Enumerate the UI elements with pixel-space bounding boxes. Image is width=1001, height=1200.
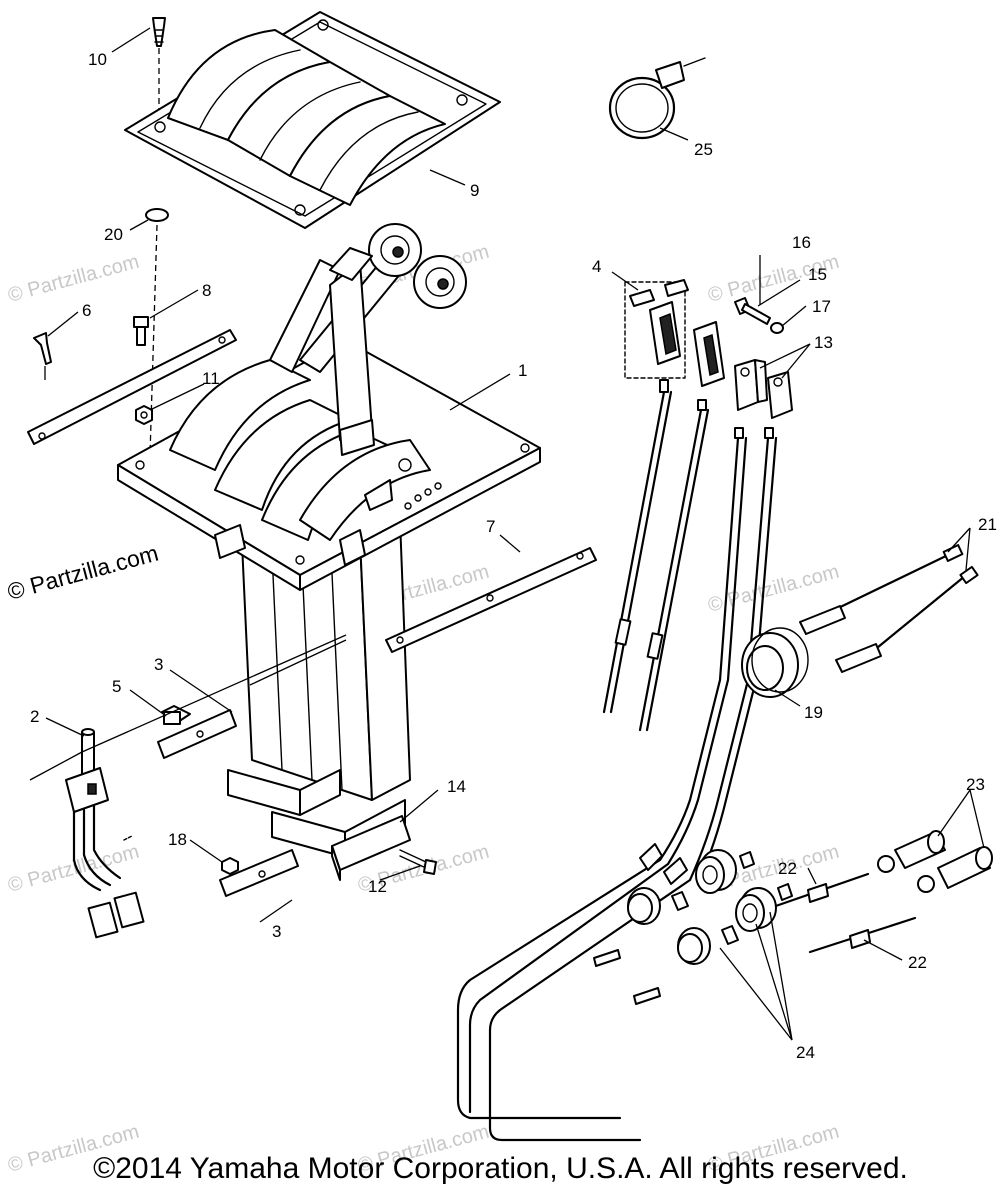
- part-bolt-8: [133, 316, 149, 346]
- leader-lines: [29, 27, 985, 1041]
- part-nut-11: [135, 405, 153, 425]
- part-switch-2: [65, 728, 145, 939]
- callout-12: 12: [368, 877, 387, 896]
- callout-19: 19: [804, 703, 823, 722]
- callout-22-upper: 22: [778, 859, 797, 878]
- part-joint-23: [877, 830, 993, 893]
- part-washer-17: [770, 322, 784, 334]
- callout-9: 9: [470, 181, 479, 200]
- callout-22-lower: 22: [908, 953, 927, 972]
- callout-numbers: 10 9 20 8 6 11 1 7 3 5 2 14 18 12 3 25 1…: [30, 50, 997, 1062]
- callout-3-lower: 3: [272, 922, 281, 941]
- part-cable-end-22: [768, 872, 917, 954]
- watermark-text: © Partzilla.com: [6, 251, 142, 307]
- part-washer-20: [145, 208, 169, 222]
- callout-15: 15: [808, 265, 827, 284]
- part-grommet-19: [741, 627, 809, 698]
- callout-5: 5: [112, 677, 121, 696]
- part-bolt-15: [734, 297, 771, 325]
- callout-6: 6: [82, 301, 91, 320]
- callout-20: 20: [104, 225, 123, 244]
- callout-1: 1: [518, 361, 527, 380]
- callout-13: 13: [814, 333, 833, 352]
- callout-24: 24: [796, 1043, 815, 1062]
- part-control-housing: [117, 223, 541, 858]
- part-connector-4: [624, 279, 725, 387]
- part-fittings-24: [593, 849, 793, 1005]
- part-plate-left: [27, 329, 237, 445]
- part-screw-6: [33, 332, 52, 365]
- callout-4: 4: [592, 257, 601, 276]
- callout-23: 23: [966, 775, 985, 794]
- part-bolt-12: [399, 849, 437, 875]
- callout-2: 2: [30, 707, 39, 726]
- callout-25: 25: [694, 140, 713, 159]
- part-nut-18: [221, 857, 239, 875]
- callout-14: 14: [447, 777, 466, 796]
- part-cover: [124, 11, 501, 229]
- callout-21: 21: [978, 515, 997, 534]
- part-plate-7: [385, 547, 597, 653]
- part-cable-tie-25: [608, 57, 706, 140]
- part-cable-21: [799, 544, 979, 673]
- callout-10: 10: [88, 50, 107, 69]
- watermark-main: © Partzilla.com: [5, 540, 161, 605]
- part-screw-10: [152, 17, 166, 47]
- callout-18: 18: [168, 830, 187, 849]
- callout-8: 8: [202, 281, 211, 300]
- part-clevis-13: [734, 359, 793, 419]
- callout-11: 11: [202, 369, 220, 388]
- part-bolt-5: [161, 705, 191, 725]
- callout-16: 16: [792, 233, 811, 252]
- part-control-cables: [456, 379, 778, 1142]
- callout-3-upper: 3: [154, 655, 163, 674]
- callout-17: 17: [812, 297, 831, 316]
- callout-7: 7: [486, 517, 495, 536]
- copyright-notice: ©2014 Yamaha Motor Corporation, U.S.A. A…: [93, 1152, 908, 1185]
